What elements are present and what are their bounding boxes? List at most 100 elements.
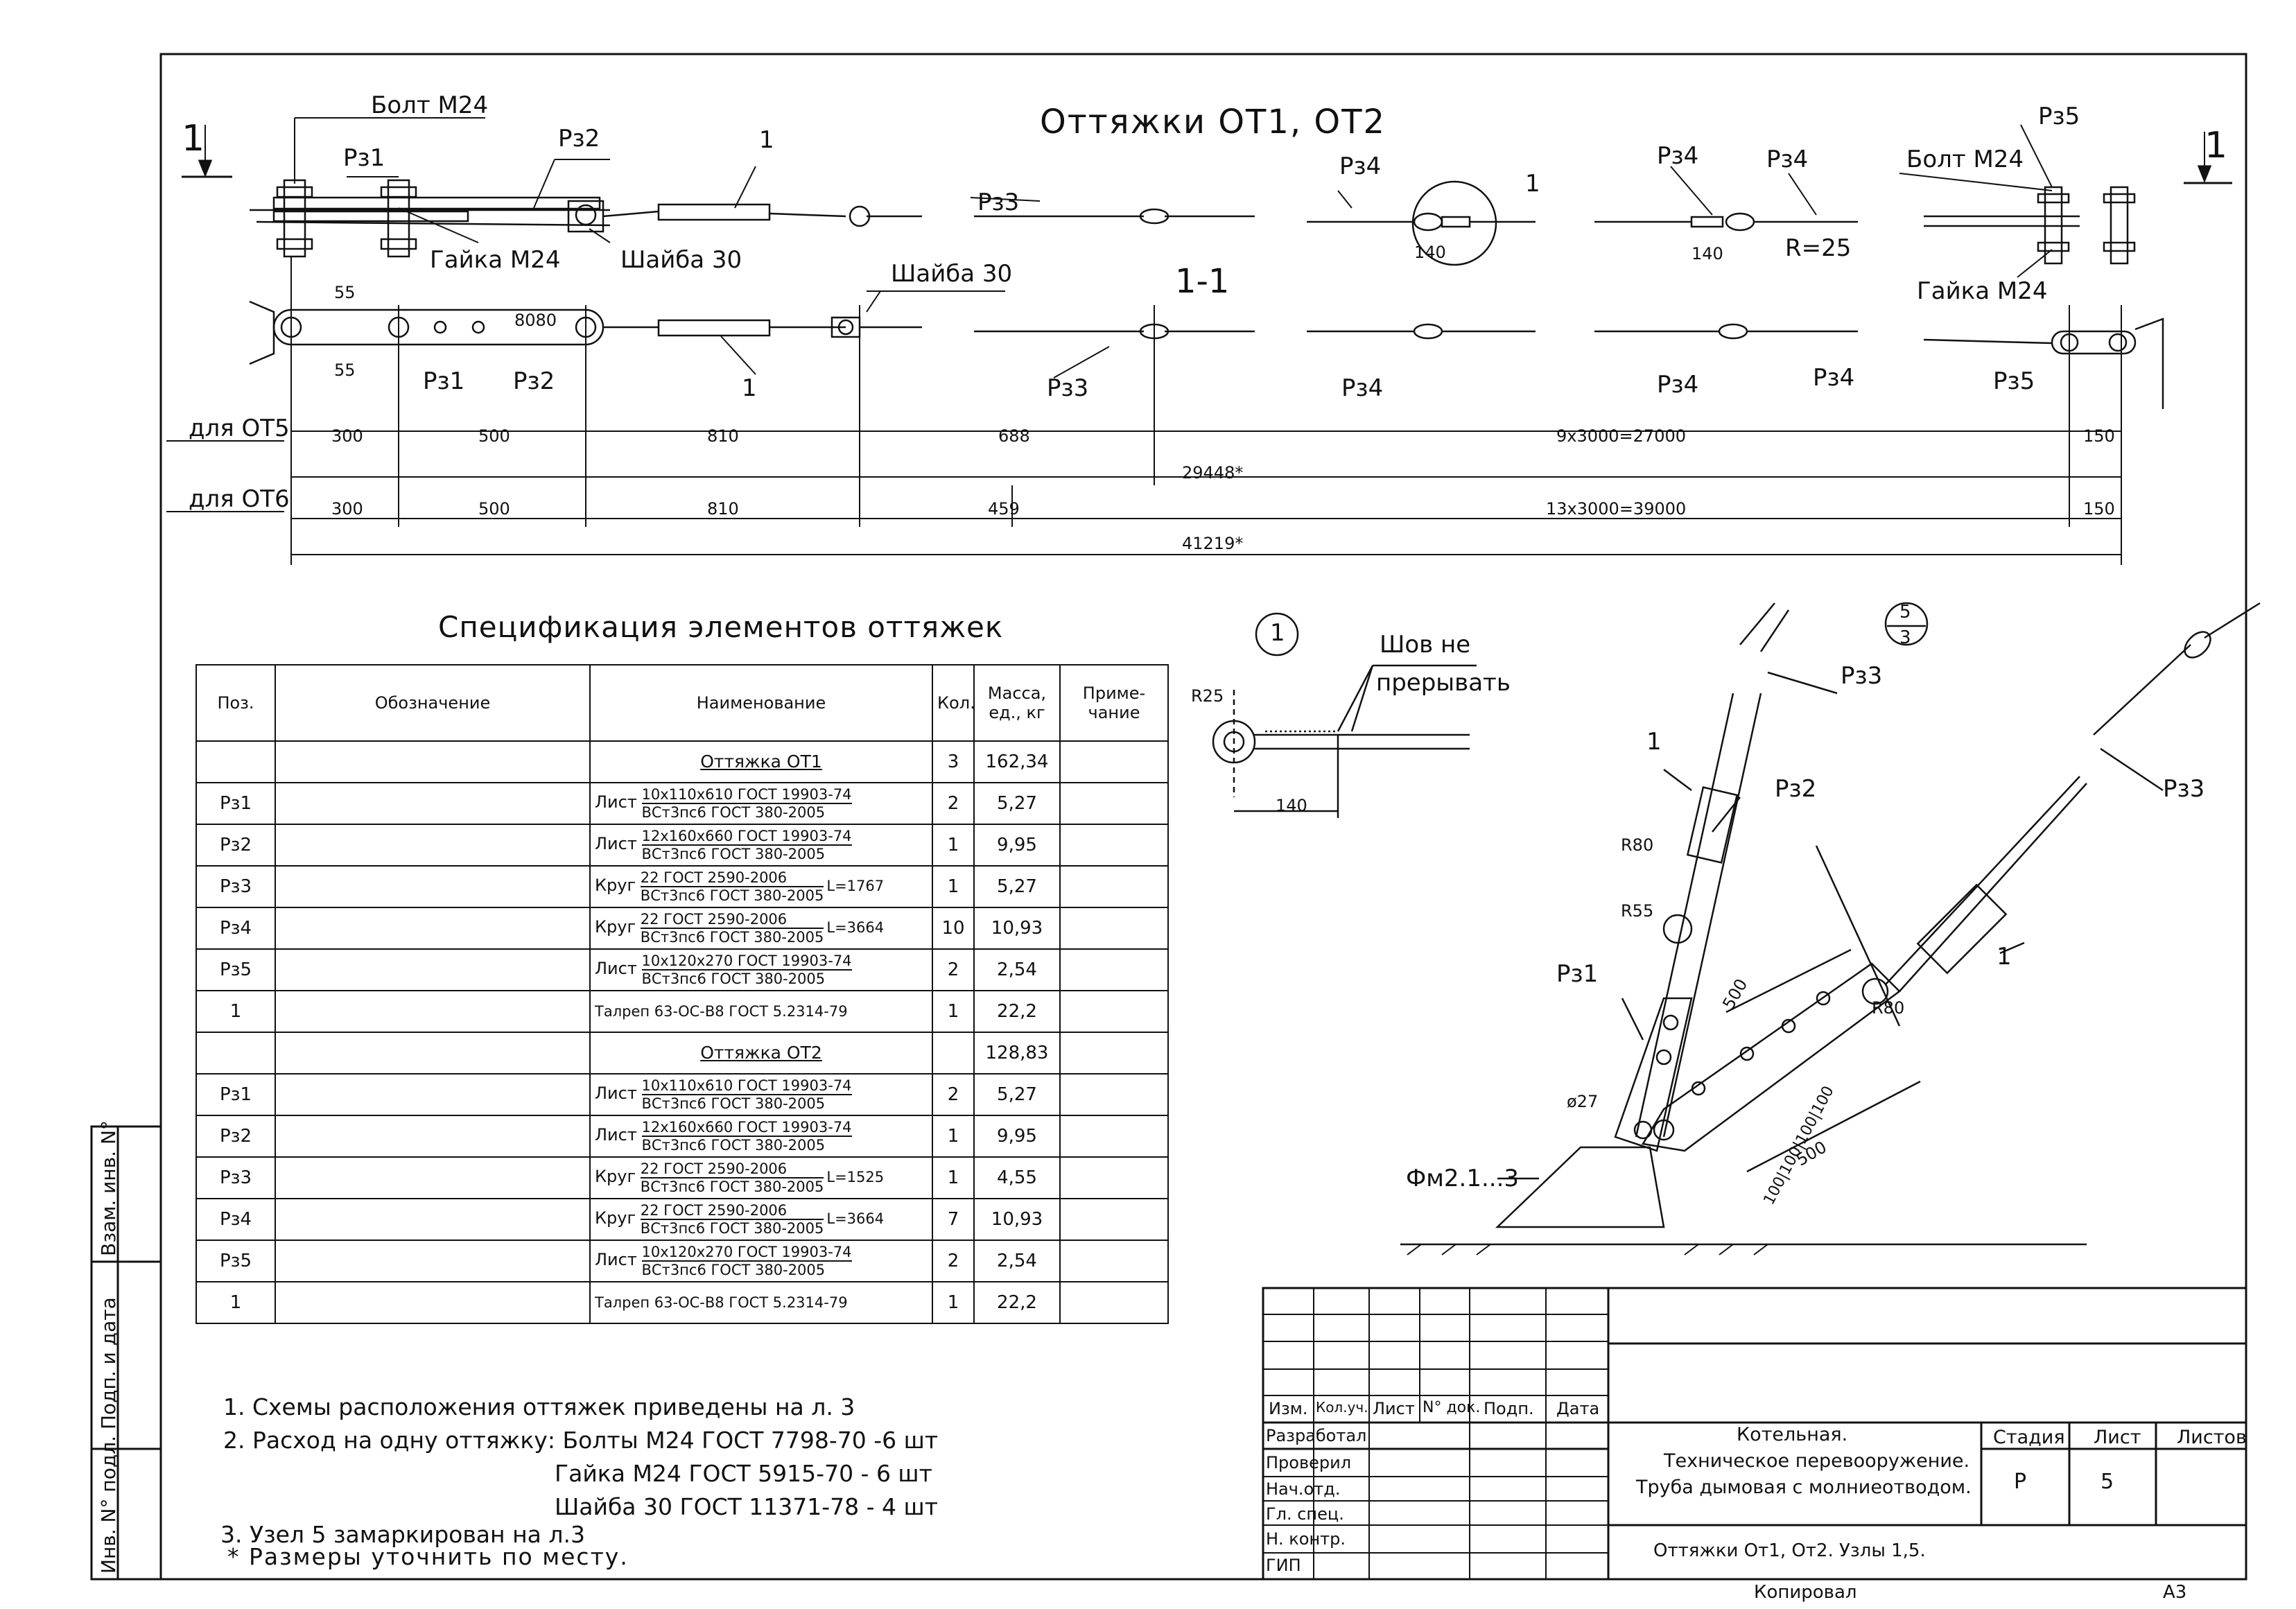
label-washer-1: Шайба 30 <box>620 246 742 274</box>
spec-name-top: 12x160x660 ГОСТ 19903-74 <box>641 828 852 846</box>
spec-name-bottom: ВСт3пс6 ГОСТ 380-2005 <box>641 971 826 987</box>
node5-item1-a: 1 <box>1646 728 1662 756</box>
spec-cell-pos: Рз3 <box>195 865 276 908</box>
section-marker-right: 1 <box>2204 125 2228 166</box>
dims-ot6-seg3: 810 <box>707 499 739 519</box>
spec-name-bottom: ВСт3пс6 ГОСТ 380-2005 <box>640 887 824 904</box>
spec-name-top: 22 ГОСТ 2590-2006 <box>640 911 824 929</box>
spec-cell-name: Оттяжка ОТ2 <box>589 1032 933 1075</box>
node5-foundation: Фм2.1...3 <box>1406 1165 1520 1192</box>
label-item1-top: 1 <box>759 126 774 154</box>
spec-cell-mass: 22,2 <box>973 1281 1061 1324</box>
spec-cell-designation <box>275 1240 591 1282</box>
spec-cell-mass: 128,83 <box>973 1032 1061 1075</box>
spec-cell-qty <box>932 1032 975 1075</box>
spec-header-qty: Кол. <box>932 664 975 742</box>
spec-name-top: 22 ГОСТ 2590-2006 <box>640 1160 824 1179</box>
spec-header-note: Приме-чание <box>1059 664 1169 742</box>
drawing-frame <box>159 53 2247 1581</box>
spec-header-name: Наименование <box>589 664 933 742</box>
stamp-sign-date: Подп. и дата <box>97 1297 120 1429</box>
tb-col-date: Дата <box>1556 1399 1600 1418</box>
spec-cell-note <box>1059 865 1169 908</box>
tb-project-3: Труба дымовая с молниеотводом. <box>1636 1477 1972 1498</box>
spec-cell-pos: 1 <box>195 1281 276 1324</box>
spec-cell-designation <box>275 740 591 783</box>
spec-cell-qty: 2 <box>932 1240 975 1282</box>
spec-cell-note <box>1059 740 1169 783</box>
tb-role-0: Разработал <box>1266 1426 1367 1445</box>
tb-stage-label: Стадия <box>1993 1427 2065 1448</box>
spec-name-bottom: ВСт3пс6 ГОСТ 380-2005 <box>641 846 826 862</box>
label-washer-2: Шайба 30 <box>891 260 1013 288</box>
spec-name-bottom: ВСт3пс6 ГОСТ 380-2005 <box>641 804 826 821</box>
tb-role-4: Н. контр. <box>1266 1529 1346 1549</box>
tb-col-doc: N° док. <box>1423 1399 1481 1416</box>
spec-cell-designation <box>275 1281 591 1324</box>
spec-cell-pos: Рз4 <box>195 1198 276 1241</box>
note-4: * Размеры уточнить по месту. <box>227 1543 629 1570</box>
spec-cell-pos: Рз4 <box>195 907 276 950</box>
tb-sheet-value: 5 <box>2101 1470 2114 1494</box>
spec-name-top: 12x160x660 ГОСТ 19903-74 <box>641 1119 852 1137</box>
spec-cell-designation <box>275 1198 591 1241</box>
spec-title: Спецификация элементов оттяжек <box>438 610 1004 644</box>
label-pz1-top: Рз1 <box>343 144 385 172</box>
node5-pz2: Рз2 <box>1775 775 1817 803</box>
spec-name-prefix: Круг <box>595 1167 636 1186</box>
spec-cell-mass: 5,27 <box>973 1073 1061 1116</box>
spec-cell-mass: 9,95 <box>973 824 1061 867</box>
dims-ot6-seg4: 459 <box>988 499 1020 519</box>
spec-cell-qty: 2 <box>932 948 975 991</box>
dims-ot5-total: 29448* <box>1182 463 1244 482</box>
node1-seam-note-2: прерывать <box>1376 669 1511 697</box>
spec-cell-qty: 1 <box>932 824 975 867</box>
label-pz2-top: Рз2 <box>558 125 600 153</box>
dims-ot6-seg6: 150 <box>2083 499 2115 519</box>
spec-group-title: Оттяжка ОТ2 <box>700 1043 822 1063</box>
spec-header-pos: Поз. <box>195 664 276 742</box>
spec-cell-mass: 10,93 <box>973 907 1061 950</box>
spec-cell-qty: 2 <box>932 1073 975 1116</box>
label-pz4-a: Рз4 <box>1339 153 1382 180</box>
spec-cell-note <box>1059 990 1169 1033</box>
spec-name-bottom: ВСт3пс6 ГОСТ 380-2005 <box>641 1262 826 1278</box>
label-pz5-top: Рз5 <box>2038 103 2080 130</box>
spec-cell-mass: 162,34 <box>973 740 1061 783</box>
label-pz4-plan-b: Рз4 <box>1657 371 1699 399</box>
label-140-top: 140 <box>1414 243 1446 262</box>
spec-cell-note <box>1059 1115 1169 1158</box>
spec-header-designation: Обозначение <box>275 664 591 742</box>
spec-name-top: 10x120x270 ГОСТ 19903-74 <box>641 953 852 971</box>
spec-cell-mass: 9,95 <box>973 1115 1061 1158</box>
spec-cell-mass: 5,27 <box>973 782 1061 825</box>
spec-cell-note <box>1059 824 1169 867</box>
spec-cell-note <box>1059 948 1169 991</box>
tb-project-2: Техническое перевооружение. <box>1664 1450 1970 1472</box>
spec-name-suffix: L=1767 <box>826 878 885 894</box>
tb-role-1: Проверил <box>1266 1453 1352 1472</box>
label-item1-plan: 1 <box>742 374 757 402</box>
spec-name-prefix: Лист <box>595 959 637 978</box>
spec-cell-mass: 2,54 <box>973 1240 1061 1282</box>
tb-role-2: Нач.отд. <box>1266 1479 1341 1499</box>
tb-role-3: Гл. спец. <box>1266 1504 1344 1524</box>
label-8080: 8080 <box>514 311 557 330</box>
tb-col-izm: Изм. <box>1269 1399 1308 1418</box>
spec-group-title: Оттяжка ОТ1 <box>700 751 822 772</box>
spec-cell-qty: 7 <box>932 1198 975 1241</box>
node5-marker-bottom: 3 <box>1899 627 1911 648</box>
